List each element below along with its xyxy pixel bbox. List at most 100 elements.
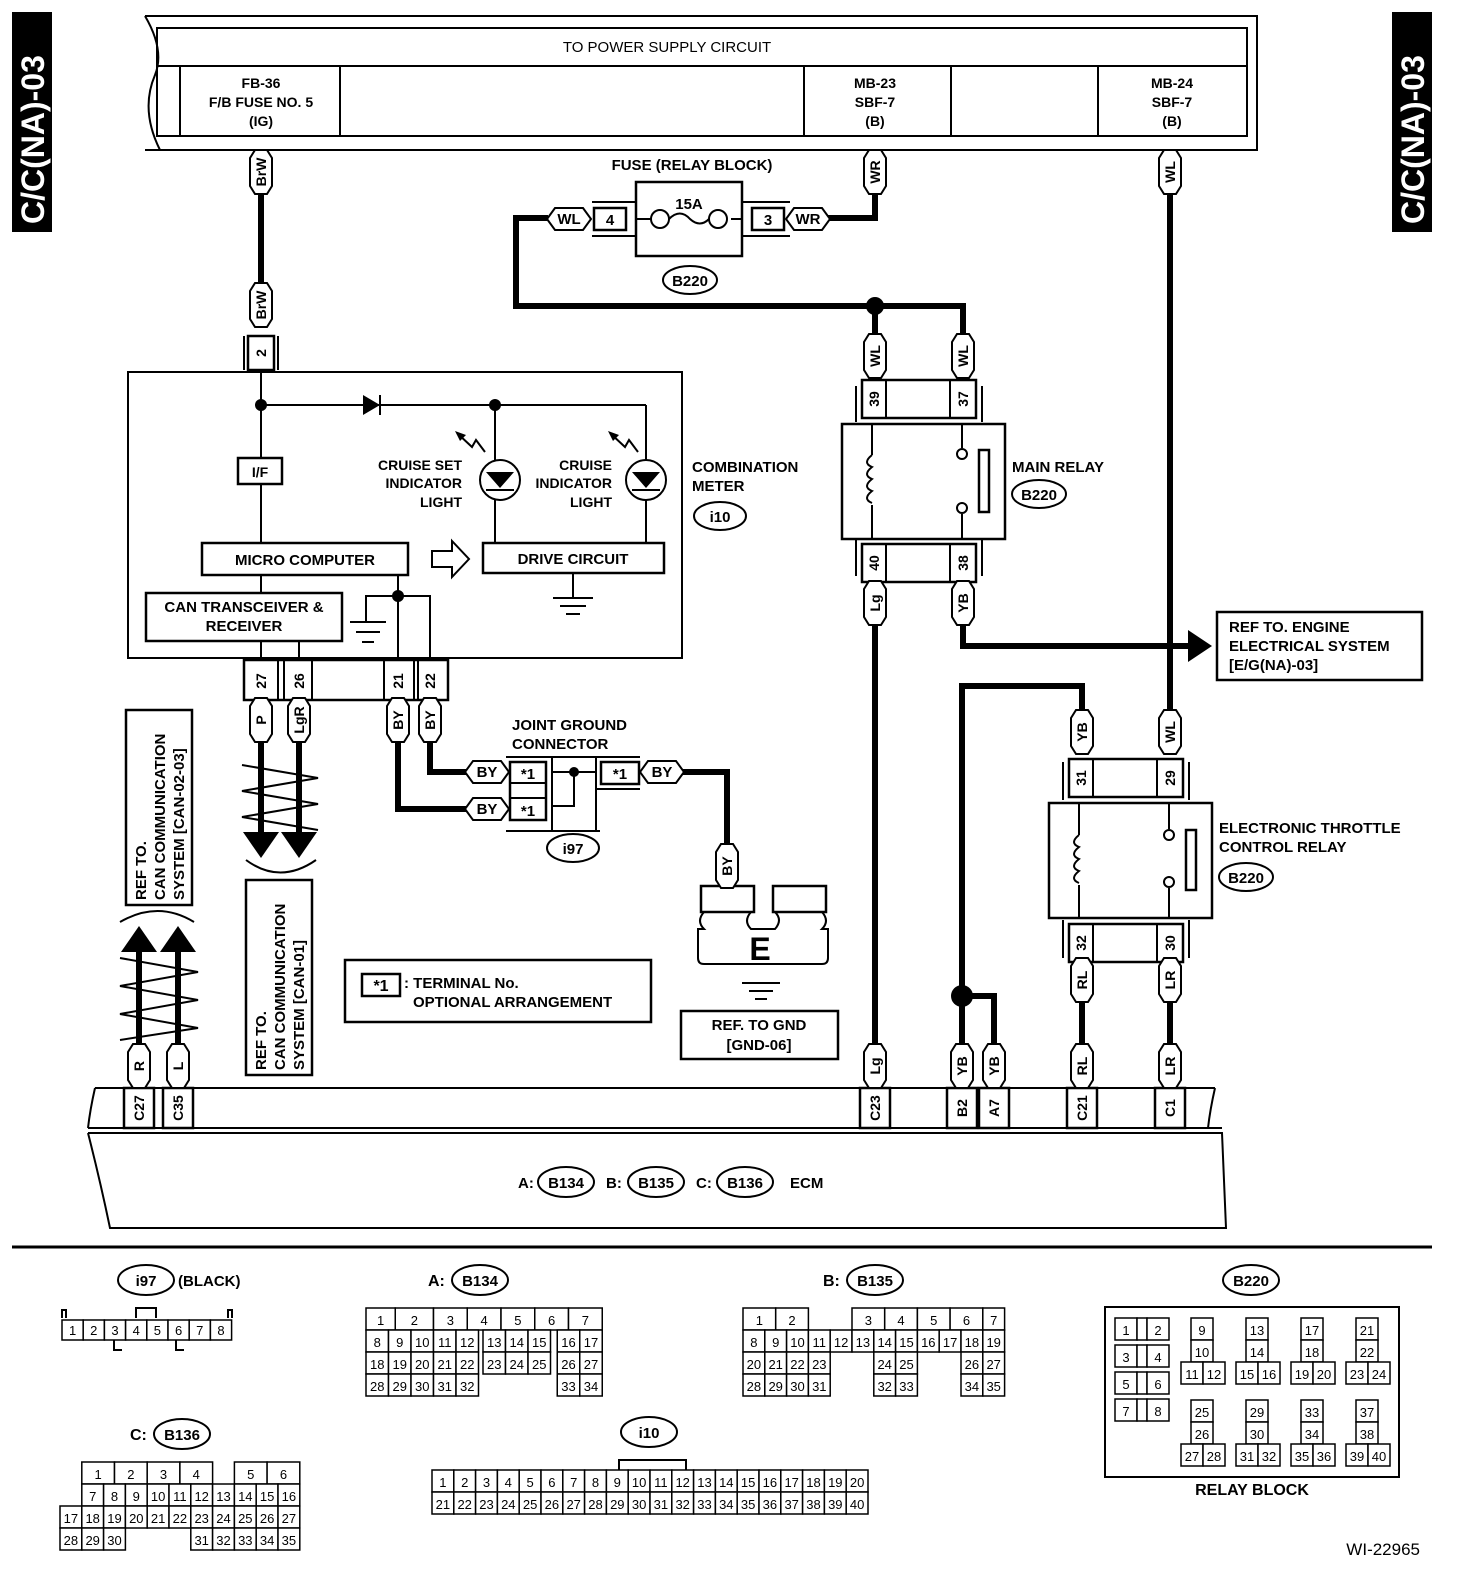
pin-cell: 34 (719, 1497, 733, 1512)
pin-cell: 6 (1154, 1377, 1161, 1392)
relay-block-caption: RELAY BLOCK (1195, 1482, 1309, 1499)
pin-cell: 31 (438, 1379, 452, 1394)
figure-id: WI-22965 (1346, 1540, 1420, 1559)
pin-cell: 5 (1122, 1377, 1129, 1392)
pin-cell: 40 (850, 1497, 864, 1512)
pin-cell: 15 (741, 1475, 755, 1490)
pin-cell: 9 (772, 1335, 779, 1350)
meter-pin-2: 2 (253, 349, 269, 357)
fuse-element-icon (668, 212, 710, 225)
power-supply-block: TO POWER SUPPLY CIRCUIT FB-36 F/B FUSE N… (144, 15, 1258, 151)
pin-cell: 39 (828, 1497, 842, 1512)
pin-cell: 8 (374, 1335, 381, 1350)
terminal-note-symbol: *1 (373, 978, 388, 995)
can-ref-01[interactable]: REF TO. CAN COMMUNICATION SYSTEM [CAN-01… (244, 878, 314, 1077)
wire-tag-yb: YB (950, 1043, 974, 1089)
wire-tag-label: WR (796, 211, 821, 228)
pin-cell: 1 (95, 1467, 102, 1482)
wire-tag-label: WL (955, 345, 971, 367)
pin-cell: 34 (584, 1379, 598, 1394)
pin-cell: 9 (396, 1335, 403, 1350)
pin-cell: 21 (151, 1511, 165, 1526)
pin-cell: 16 (1262, 1367, 1276, 1382)
page-code-right: C/C(NA)-03 (1395, 55, 1431, 224)
wire-tag-lr: LR (1158, 957, 1182, 1003)
ecm-connector-b134: B134 (548, 1175, 585, 1192)
pin-cell: 15 (260, 1489, 274, 1504)
wire-tag-label: WR (867, 160, 883, 183)
fuse-pin-4: 4 (606, 212, 615, 229)
pin-cell: 3 (1122, 1350, 1129, 1365)
wire-tag-label: RL (1074, 1056, 1090, 1075)
joint-terminal-3: *1 (613, 766, 627, 783)
pin-cell: 6 (175, 1323, 182, 1338)
fuse-terminal-icon (650, 209, 670, 229)
can-twisted-pair-down (241, 764, 319, 874)
diode-icon (363, 395, 380, 415)
fuse-connector-id: B220 (672, 273, 708, 290)
wire-tag-brw: BrW (249, 149, 273, 195)
ecm-pin-c35: C35 (170, 1095, 186, 1121)
combination-meter-title-2: METER (692, 478, 745, 495)
pin-cell: 1 (756, 1313, 763, 1328)
connector-id: B136 (164, 1427, 200, 1444)
joint-ground-title-2: CONNECTOR (512, 736, 609, 753)
pin-cell: 1 (439, 1475, 446, 1490)
pin-cell: 37 (1360, 1405, 1374, 1420)
pin-cell: 9 (614, 1475, 621, 1490)
wire-tag-label: L (170, 1061, 186, 1070)
etc-relay-connector-id: B220 (1228, 870, 1264, 887)
pin-cell: 2 (411, 1313, 418, 1328)
pin-cell: 38 (1360, 1427, 1374, 1442)
pin-cell: 17 (943, 1335, 957, 1350)
pin-cell: 27 (584, 1357, 598, 1372)
etc-relay-pin-29: 29 (1162, 770, 1178, 786)
pin-cell: 37 (784, 1497, 798, 1512)
pin-cell: 29 (1250, 1405, 1264, 1420)
engine-electrical-ref[interactable]: REF TO. ENGINE ELECTRICAL SYSTEM [E/G(NA… (1215, 610, 1424, 682)
pin-cell: 21 (436, 1497, 450, 1512)
junction-dot (951, 985, 973, 1007)
main-relay-connector-id: B220 (1021, 487, 1057, 504)
pin-cell: 33 (899, 1379, 913, 1394)
pin-cell: 35 (986, 1379, 1000, 1394)
pin-cell: 32 (460, 1379, 474, 1394)
pin-cell: 29 (393, 1379, 407, 1394)
source-mb23-line3: (B) (865, 113, 884, 129)
wire-tag-label: WL (867, 345, 883, 367)
pin-cell: 18 (965, 1335, 979, 1350)
pin-cell: 13 (216, 1489, 230, 1504)
pin-cell: 5 (526, 1475, 533, 1490)
pin-cell: 27 (1185, 1449, 1199, 1464)
pin-cell: 10 (415, 1335, 429, 1350)
cruise-set-label-1: CRUISE SET (378, 457, 462, 473)
cruise-set-label-3: LIGHT (420, 494, 462, 510)
can-ref-02-03[interactable]: REF TO. CAN COMMUNICATION SYSTEM [CAN-02… (124, 708, 194, 907)
connector-id: i10 (639, 1425, 660, 1442)
pin-cell: 26 (260, 1511, 274, 1526)
pin-cell: 33 (238, 1533, 252, 1548)
can-transceiver-line2: RECEIVER (206, 618, 283, 635)
pin-cell: 16 (763, 1475, 777, 1490)
relay-switch-icon (1184, 828, 1198, 892)
pin-cell: 30 (107, 1533, 121, 1548)
connector-id: i97 (136, 1273, 157, 1290)
pin-cell: 22 (457, 1497, 471, 1512)
pin-cell: 11 (654, 1475, 668, 1490)
pin-cell: 4 (505, 1475, 512, 1490)
pin-cell: 2 (127, 1467, 134, 1482)
pin-cell: 7 (196, 1323, 203, 1338)
pin-cell: 25 (532, 1357, 546, 1372)
main-relay-pin-37: 37 (955, 391, 971, 407)
meter-connector-id: i10 (710, 509, 731, 526)
etc-relay-title-1: ELECTRONIC THROTTLE (1219, 820, 1401, 837)
can-ref1-line1: REF TO. (133, 841, 150, 900)
wire-tag-label: YB (954, 1056, 970, 1075)
pin-cell: 33 (1305, 1405, 1319, 1420)
pin-cell: 36 (763, 1497, 777, 1512)
source-fb36-line2: F/B FUSE NO. 5 (209, 94, 313, 110)
pin-cell: 30 (632, 1497, 646, 1512)
pin-cell: 16 (561, 1335, 575, 1350)
